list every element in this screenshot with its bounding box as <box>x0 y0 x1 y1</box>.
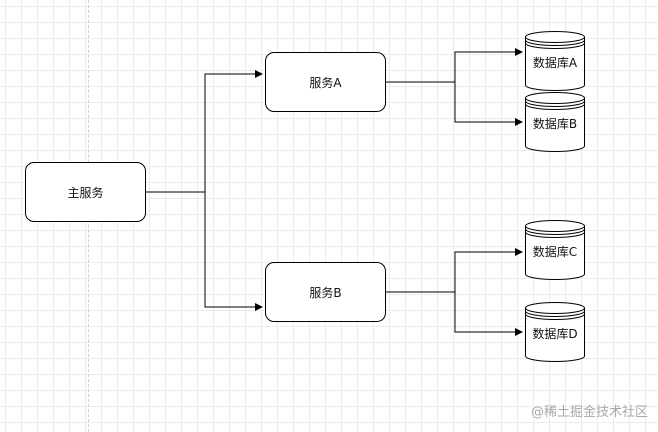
service-a-node: 服务A <box>265 52 386 112</box>
service-a-label: 服务A <box>309 75 342 90</box>
database-a-node: 数据库A <box>525 31 585 91</box>
database-cylinder-icon <box>525 31 585 91</box>
main-service-node: 主服务 <box>25 162 146 222</box>
main-service-label: 主服务 <box>67 185 104 200</box>
database-d-label: 数据库D <box>532 327 578 341</box>
database-b-label: 数据库B <box>532 117 578 131</box>
edge-service-b-to-db-d <box>386 291 523 336</box>
database-d-node: 数据库D <box>525 302 585 362</box>
edge-service-a-to-db-a <box>386 48 523 83</box>
database-b-node: 数据库B <box>525 92 585 152</box>
database-cylinder-icon <box>525 220 585 280</box>
watermark-text: @稀土掘金技术社区 <box>530 405 648 420</box>
database-a-label: 数据库A <box>532 56 578 70</box>
database-cylinder-icon <box>525 92 585 152</box>
database-cylinder-icon <box>525 302 585 362</box>
database-c-node: 数据库C <box>525 220 585 280</box>
service-b-label: 服务B <box>309 285 342 300</box>
service-b-node: 服务B <box>265 262 386 322</box>
database-c-label: 数据库C <box>532 245 578 259</box>
edge-service-b-to-db-c <box>386 248 523 293</box>
edge-main-to-service-a <box>146 70 263 193</box>
edge-main-to-service-b <box>146 191 263 311</box>
edge-service-a-to-db-b <box>386 81 523 126</box>
